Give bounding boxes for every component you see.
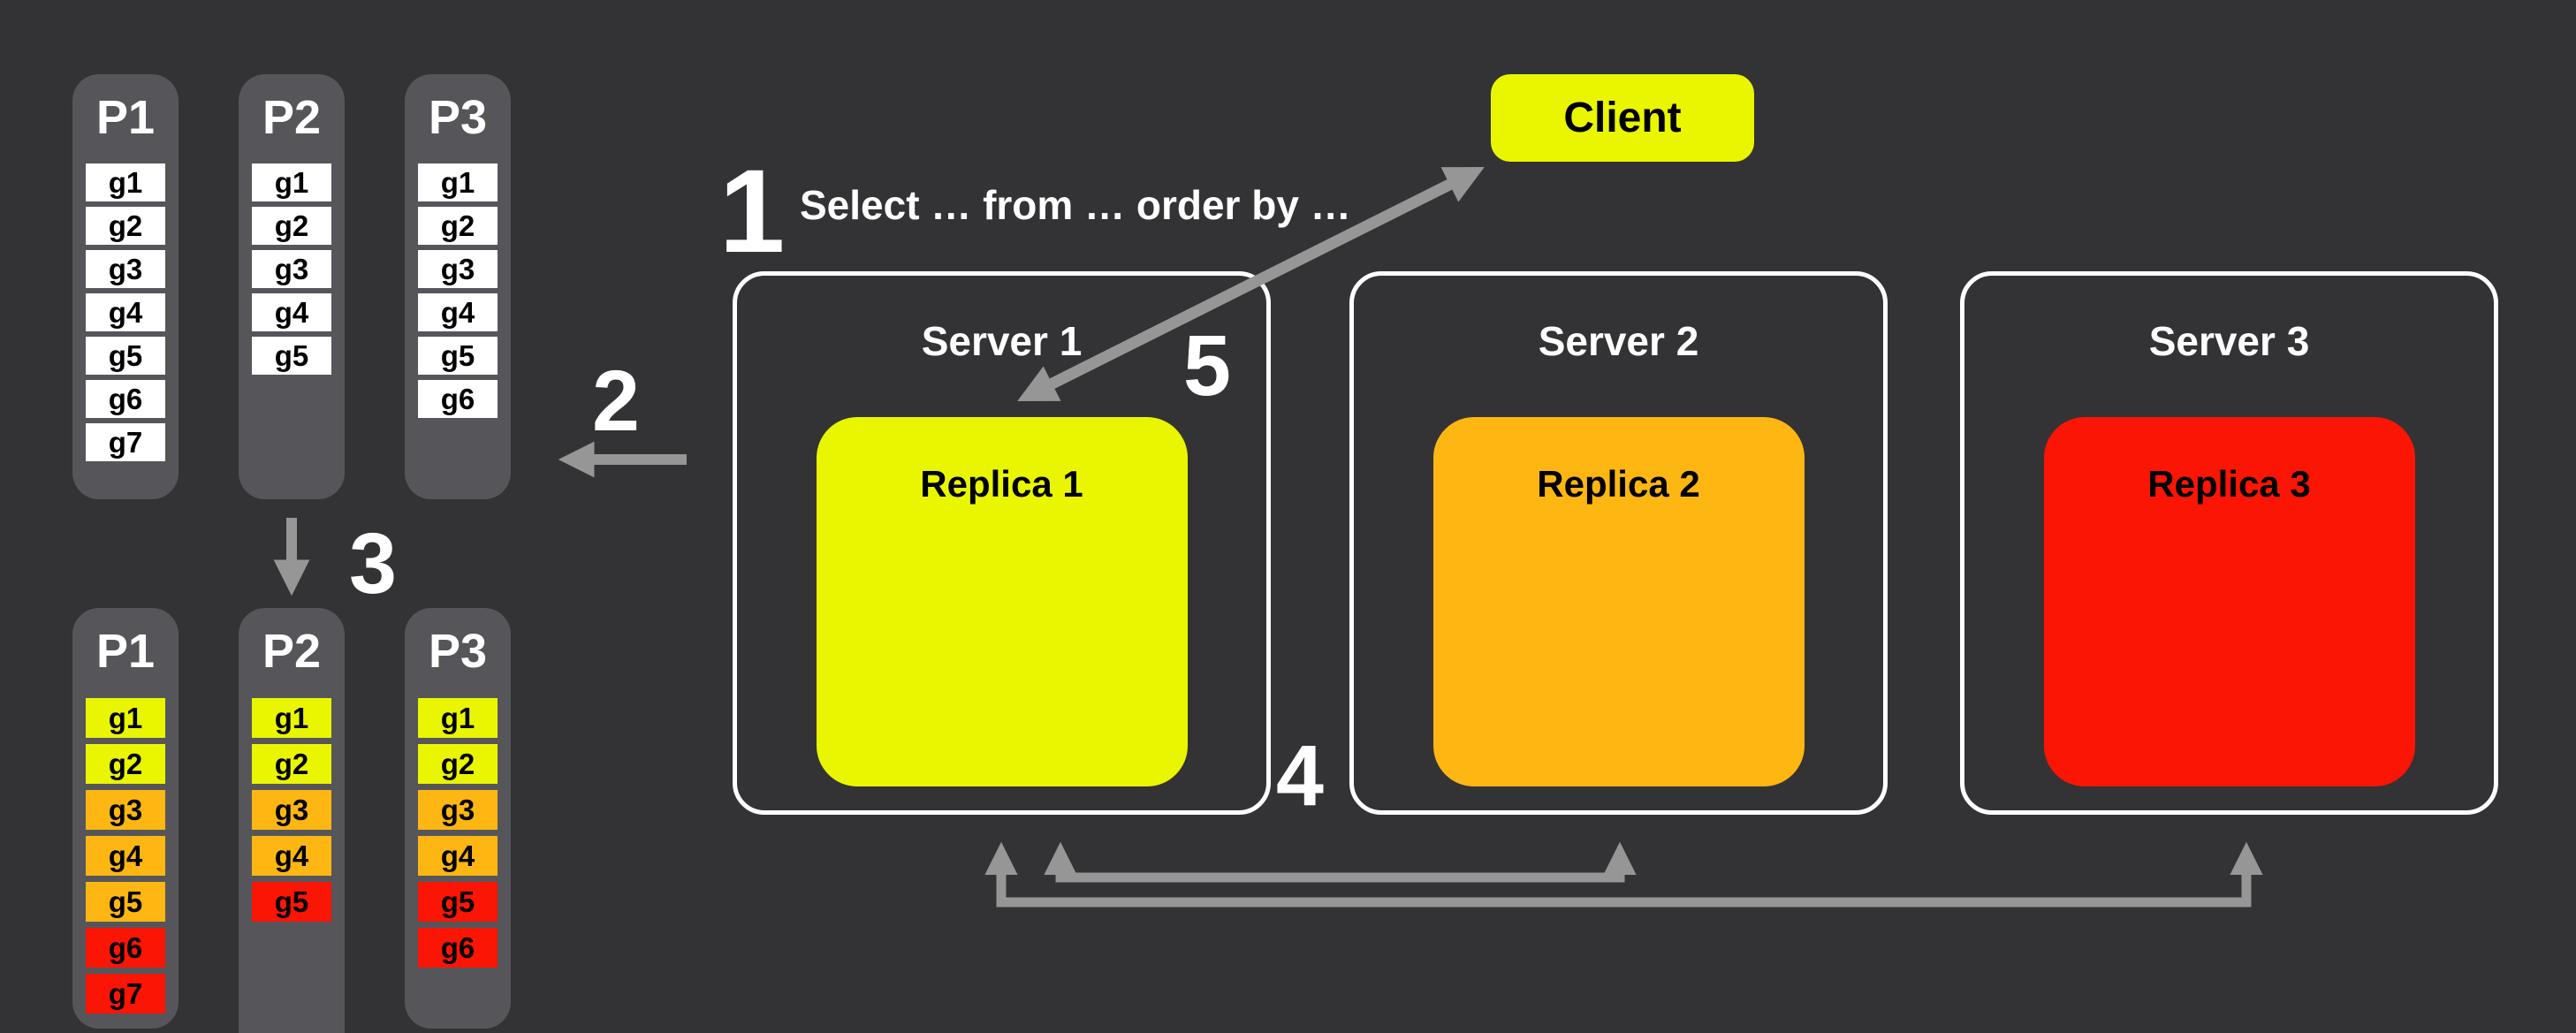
partition-items: g1 g2 g3 g4 g5 g6 <box>418 698 498 974</box>
partition-items: g1 g2 g3 g4 g5 g6 <box>418 163 498 423</box>
granule-box: g5 <box>418 337 498 375</box>
step1-query-text: Select … from … order by … <box>800 182 1351 228</box>
server-3-box: Server 3 Replica 3 <box>1960 271 2498 815</box>
granule-box: g2 <box>86 207 165 245</box>
partition-before-p2: P2 g1 g2 g3 g4 g5 <box>239 74 345 499</box>
replica-1-label: Replica 1 <box>920 463 1083 505</box>
server-2-box: Server 2 Replica 2 <box>1349 271 1888 815</box>
step1-number: 1 <box>718 146 786 277</box>
partition-title: P3 <box>428 625 488 678</box>
granule-box: g2 <box>252 207 331 245</box>
partition-after-p3: P3 g1 g2 g3 g4 g5 g6 <box>405 608 511 1029</box>
granule-box: g5 <box>252 882 331 922</box>
granule-box: g2 <box>418 744 498 784</box>
partition-after-p2: P2 g1 g2 g3 g4 g5 <box>239 608 345 1033</box>
partition-before-p1: P1 g1 g2 g3 g4 g5 g6 g7 <box>72 74 179 499</box>
server-1-box: Server 1 Replica 1 <box>733 271 1271 815</box>
partition-before-p3: P3 g1 g2 g3 g4 g5 g6 <box>405 74 511 499</box>
replication-arrow-server1-server3 <box>984 841 2263 908</box>
granule-box: g7 <box>86 974 165 1014</box>
granule-box: g1 <box>86 698 165 738</box>
granule-box: g3 <box>86 250 165 288</box>
partition-title: P3 <box>428 91 488 144</box>
step3-number: 3 <box>349 515 397 611</box>
granule-box: g2 <box>252 744 331 784</box>
granule-box: g6 <box>86 928 165 968</box>
partition-after-p1: P1 g1 g2 g3 g4 g5 g6 g7 <box>72 608 179 1029</box>
granule-box: g5 <box>252 337 331 375</box>
partition-items: g1 g2 g3 g4 g5 g6 g7 <box>86 698 165 1020</box>
granule-box: g4 <box>86 836 165 876</box>
step4-number: 4 <box>1276 727 1324 824</box>
partition-title: P1 <box>95 625 156 678</box>
partition-title: P2 <box>262 625 322 678</box>
granule-box: g6 <box>418 928 498 968</box>
client-label: Client <box>1563 95 1682 141</box>
granule-box: g3 <box>252 790 331 830</box>
granule-box: g4 <box>418 293 498 331</box>
granule-box: g1 <box>418 698 498 738</box>
granule-box: g1 <box>86 163 165 201</box>
granule-box: g6 <box>86 380 165 418</box>
replica-3-label: Replica 3 <box>2147 463 2311 505</box>
granule-box: g5 <box>86 337 165 375</box>
granule-box: g3 <box>418 250 498 288</box>
replication-arrow-server1-server2 <box>1044 841 1637 883</box>
granule-box: g1 <box>252 163 331 201</box>
granule-box: g1 <box>252 698 331 738</box>
granule-box: g3 <box>86 790 165 830</box>
replica-1-box: Replica 1 <box>816 417 1188 786</box>
granule-box: g5 <box>86 882 165 922</box>
granule-box: g6 <box>418 380 498 418</box>
partition-items: g1 g2 g3 g4 g5 g6 g7 <box>86 163 165 467</box>
client-box: Client <box>1491 74 1754 162</box>
replica-3-box: Replica 3 <box>2043 417 2415 786</box>
granule-box: g4 <box>252 836 331 876</box>
server-1-title: Server 1 <box>921 318 1083 364</box>
granule-box: g3 <box>418 790 498 830</box>
partition-items: g1 g2 g3 g4 g5 <box>252 163 331 380</box>
granule-box: g3 <box>252 250 331 288</box>
replica-2-label: Replica 2 <box>1537 463 1700 505</box>
granule-box: g2 <box>86 744 165 784</box>
server-3-title: Server 3 <box>2148 318 2310 364</box>
granule-box: g2 <box>418 207 498 245</box>
partition-items: g1 g2 g3 g4 g5 <box>252 698 331 928</box>
replica-2-box: Replica 2 <box>1432 417 1805 786</box>
granule-box: g4 <box>252 293 331 331</box>
step2-number: 2 <box>592 353 640 449</box>
partition-title: P1 <box>95 91 156 144</box>
partition-title: P2 <box>262 91 322 144</box>
granule-box: g4 <box>86 293 165 331</box>
granule-box: g7 <box>86 423 165 461</box>
granule-box: g1 <box>418 163 498 201</box>
server-2-title: Server 2 <box>1538 318 1699 364</box>
granule-box: g5 <box>418 882 498 922</box>
granule-box: g4 <box>418 836 498 876</box>
